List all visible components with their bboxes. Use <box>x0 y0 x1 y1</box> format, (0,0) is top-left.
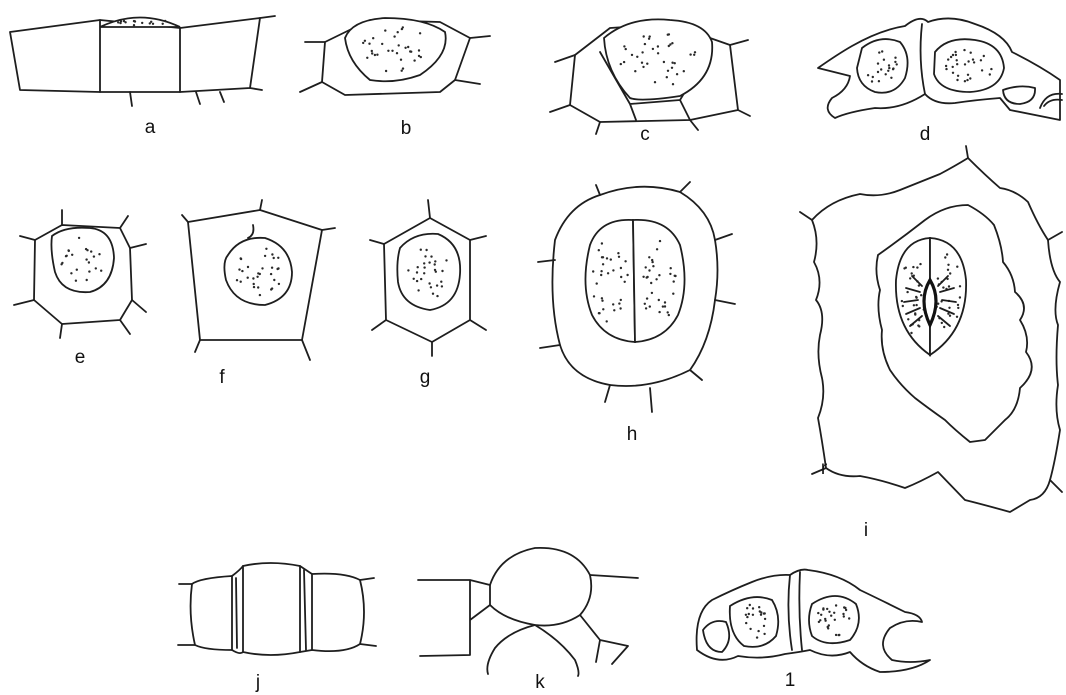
panel-label-b: b <box>401 118 412 139</box>
panel-label-l: 1 <box>785 670 796 691</box>
panel-label-d: d <box>920 124 931 145</box>
panel-label-g: g <box>420 367 431 388</box>
panel-h-drawing <box>538 182 735 412</box>
panel-k-drawing <box>418 548 638 676</box>
panel-j-drawing <box>178 563 376 655</box>
panel-label-i: i <box>864 520 868 541</box>
panel-label-k: k <box>535 672 545 693</box>
panel-c-drawing <box>550 19 750 134</box>
panel-label-c: c <box>640 124 650 145</box>
panel-label-r: r <box>821 458 828 479</box>
panel-f-drawing <box>182 200 335 360</box>
panel-e-drawing <box>14 210 146 338</box>
panel-label-h: h <box>627 424 638 445</box>
panel-l-drawing <box>697 570 930 672</box>
panel-d-drawing <box>818 18 1062 120</box>
panel-a-drawing <box>10 16 275 106</box>
panel-label-e: e <box>75 347 86 368</box>
panel-b-drawing <box>300 18 490 95</box>
panel-label-j: j <box>255 672 260 693</box>
panel-label-f: f <box>219 367 225 388</box>
panel-label-a: a <box>145 117 156 138</box>
panel-g-drawing <box>370 200 486 356</box>
panel-i-drawing <box>800 146 1062 512</box>
